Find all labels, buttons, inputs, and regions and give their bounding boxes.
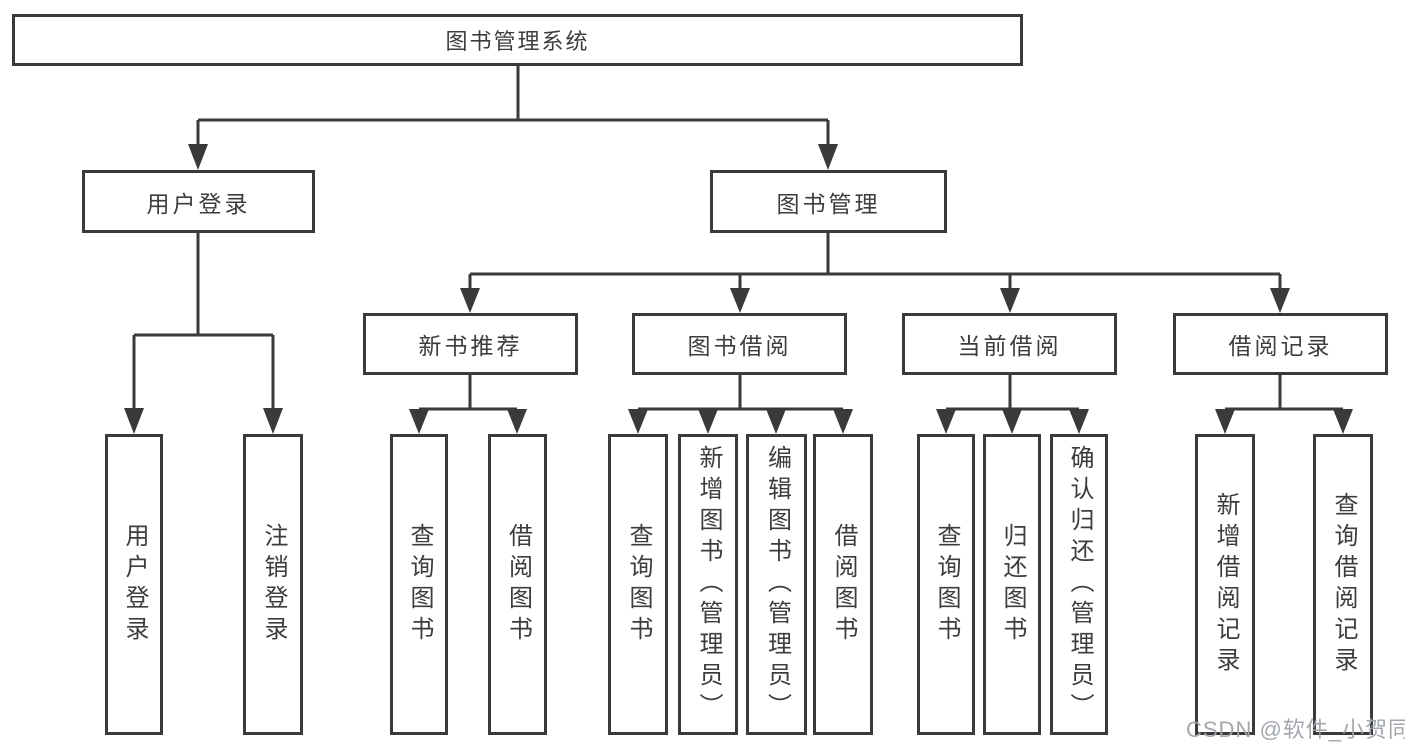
node-root-label: 图书管理系统 (445, 29, 590, 54)
node-current-borrow: 当前借阅 (902, 313, 1117, 375)
arrow-down-icon (1270, 288, 1290, 313)
leaf-edit-books-admin: 编辑图书（管理员） (746, 434, 807, 735)
leaf-logout: 注销登录 (243, 434, 303, 735)
node-borrow-records-label: 借阅记录 (1228, 333, 1333, 359)
leaf-borrow-books-2: 借阅图书 (813, 434, 873, 735)
arrow-down-icon (1000, 288, 1020, 313)
node-new-book-recommend: 新书推荐 (363, 313, 578, 375)
leaf-query-borrow-record-label: 查询借阅记录 (1330, 491, 1357, 678)
arrow-down-icon (766, 409, 786, 434)
leaf-edit-books-admin-label: 编辑图书（管理员） (763, 445, 791, 724)
arrow-down-icon (409, 409, 429, 434)
leaf-borrow-books-1-label: 借阅图书 (504, 522, 532, 647)
leaf-borrow-books-1: 借阅图书 (488, 434, 547, 735)
arrow-down-icon (698, 409, 718, 434)
node-root: 图书管理系统 (12, 14, 1023, 66)
leaf-query-books-1: 查询图书 (390, 434, 448, 735)
node-borrow-records: 借阅记录 (1173, 313, 1388, 375)
leaf-return-books-label: 归还图书 (999, 522, 1026, 647)
watermark: CSDN @软件_小贺同学 (1186, 717, 1405, 742)
leaf-query-books-3: 查询图书 (917, 434, 975, 735)
node-book-mgmt-label: 图书管理 (776, 190, 881, 217)
arrow-down-icon (1002, 409, 1022, 434)
arrow-down-icon (507, 409, 527, 434)
node-current-borrow-label: 当前借阅 (957, 333, 1062, 359)
arrow-down-icon (1069, 409, 1089, 434)
arrow-down-icon (818, 144, 838, 170)
leaf-add-borrow-record: 新增借阅记录 (1195, 434, 1255, 735)
wire-records-to-leaves (1225, 375, 1343, 411)
leaf-query-books-2-label: 查询图书 (625, 522, 652, 647)
arrow-down-icon (188, 144, 208, 170)
leaf-query-books-1-label: 查询图书 (406, 522, 433, 647)
leaf-query-books-3-label: 查询图书 (933, 522, 960, 647)
leaf-user-login: 用户登录 (105, 434, 163, 735)
arrow-down-icon (628, 409, 648, 434)
leaf-add-borrow-record-label: 新增借阅记录 (1212, 491, 1239, 678)
arrowheads (124, 144, 1353, 434)
arrow-down-icon (124, 408, 144, 434)
arrow-down-icon (263, 408, 283, 434)
leaf-return-books: 归还图书 (983, 434, 1041, 735)
arrow-down-icon (460, 288, 480, 313)
leaf-query-borrow-record: 查询借阅记录 (1313, 434, 1373, 735)
wire-borrow-to-leaves (638, 375, 843, 411)
node-new-book-recommend-label: 新书推荐 (418, 333, 523, 359)
arrow-down-icon (936, 409, 956, 434)
leaf-logout-label: 注销登录 (260, 522, 287, 647)
arrow-down-icon (1215, 409, 1235, 434)
wire-bookmgmt-to-sections (468, 233, 1282, 290)
leaf-add-books-admin: 新增图书（管理员） (678, 434, 738, 735)
node-book-mgmt: 图书管理 (710, 170, 947, 233)
node-user-login: 用户登录 (82, 170, 315, 233)
node-book-borrow: 图书借阅 (632, 313, 847, 375)
wire-userlogin-to-leaves (132, 233, 275, 410)
wire-newbooks-to-leaves (419, 375, 517, 411)
wire-root-to-level1 (196, 66, 830, 146)
arrow-down-icon (833, 409, 853, 434)
wire-current-to-leaves (946, 375, 1079, 411)
leaf-borrow-books-2-label: 借阅图书 (830, 522, 857, 647)
leaf-add-books-admin-label: 新增图书（管理员） (695, 445, 722, 724)
leaf-query-books-2: 查询图书 (608, 434, 668, 735)
arrow-down-icon (1333, 409, 1353, 434)
leaf-confirm-return-admin: 确认归还（管理员） (1050, 434, 1108, 735)
leaf-confirm-return-admin-label: 确认归还（管理员） (1066, 445, 1093, 724)
node-book-borrow-label: 图书借阅 (687, 333, 792, 359)
arrow-down-icon (730, 288, 750, 313)
leaf-user-login-label: 用户登录 (121, 522, 148, 647)
node-user-login-label: 用户登录 (146, 190, 251, 217)
